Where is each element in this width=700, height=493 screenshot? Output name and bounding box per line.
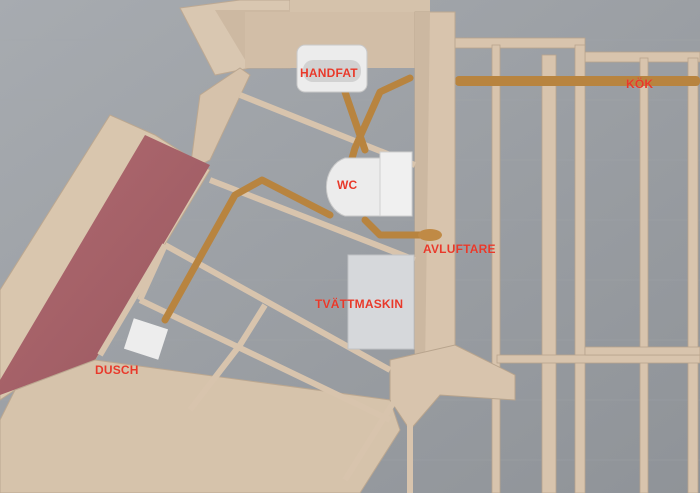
shower-drain (123, 318, 169, 360)
vent-pipe-end (418, 229, 442, 241)
kitchen-pipe (455, 76, 700, 86)
bottom-platform (0, 359, 401, 493)
label-handfat: HANDFAT (300, 66, 358, 80)
label-tvattmaskin: TVÄTTMASKIN (315, 297, 404, 311)
kitchen-wall-frame (454, 37, 700, 493)
label-dusch: DUSCH (95, 363, 139, 377)
wet-wall-red (0, 135, 210, 395)
label-kok: KÖK (626, 77, 654, 91)
toilet (325, 157, 381, 217)
label-wc: WC (337, 178, 358, 192)
washing-machine (347, 254, 415, 350)
label-avluftare: AVLUFTARE (423, 242, 496, 256)
